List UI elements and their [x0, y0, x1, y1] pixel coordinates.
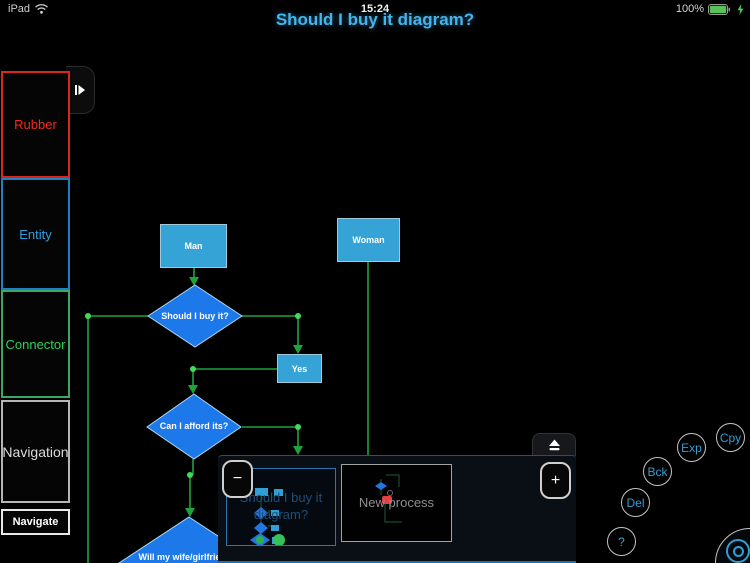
export-button[interactable]: Exp [677, 433, 706, 462]
page-title: Should I buy it diagram? [275, 10, 475, 29]
battery-percent: 100% [675, 3, 704, 15]
navigate-button[interactable]: Navigate [1, 509, 70, 535]
delete-button-label: Del [626, 495, 645, 510]
wifi-icon [35, 4, 48, 14]
minus-icon: − [232, 470, 243, 487]
plus-icon: + [550, 471, 561, 489]
document-thumbnail-new-process[interactable]: New process [341, 464, 452, 542]
zoom-out-button[interactable]: − [222, 460, 253, 498]
copy-button-label: Cpy [719, 430, 742, 445]
device-label: iPad [8, 3, 31, 15]
sidebar-item-label: Navigation [2, 443, 69, 460]
document-browser-panel: − Should I buy it diagram? [218, 455, 576, 563]
sidebar-item-label: Entity [19, 226, 52, 242]
sidebar-item-navigation[interactable]: Navigation [1, 400, 70, 503]
delete-button[interactable]: Del [621, 488, 650, 517]
diamond-label-should-i-buy-it: Should I buy it? [161, 311, 229, 321]
diamond-should-i-buy-it[interactable] [147, 284, 243, 348]
help-button[interactable]: ? [607, 527, 636, 556]
sidebar-item-rubber[interactable]: Rubber [1, 71, 70, 178]
sidebar-collapse-tab[interactable] [66, 66, 95, 114]
target-ring-icon [726, 539, 750, 563]
battery-icon [708, 3, 731, 15]
connector-joints [85, 313, 301, 478]
charging-bolt-icon [737, 3, 744, 15]
thumbnail-title: New process [358, 495, 435, 510]
node-label: Yes [291, 363, 308, 374]
target-ring-inner [732, 545, 744, 557]
zoom-in-button[interactable]: + [540, 462, 571, 499]
status-bar: iPad 15:24 100% [0, 0, 750, 20]
node-woman[interactable]: Woman [337, 218, 400, 262]
node-label: Man [184, 241, 203, 251]
node-label: Woman [352, 235, 385, 245]
clock: 15:24 [360, 3, 390, 15]
sidebar-item-connector[interactable]: Connector [1, 290, 70, 398]
back-button-label: Bck [647, 464, 668, 479]
connector-arrowheads [185, 277, 303, 517]
sidebar-item-label: Connector [5, 336, 66, 352]
sidebar-item-entity[interactable]: Entity [1, 178, 70, 290]
copy-button[interactable]: Cpy [716, 423, 745, 452]
export-button-label: Exp [681, 440, 702, 455]
back-button[interactable]: Bck [643, 457, 672, 486]
node-yes[interactable]: Yes [277, 354, 322, 383]
navigate-button-label: Navigate [12, 516, 59, 528]
thumbnail-minimap [250, 488, 285, 545]
diamond-label-can-i-afford: Can I afford its? [159, 421, 229, 431]
help-button-label: ? [618, 534, 625, 549]
panel-eject-button[interactable] [532, 433, 576, 456]
eject-icon [548, 439, 560, 451]
node-man[interactable]: Man [160, 224, 227, 268]
play-expand-icon [75, 85, 85, 95]
thumbnail-title: Should I buy it diagram? [239, 490, 323, 522]
decision-diamonds[interactable] [118, 284, 260, 563]
diamond-can-i-afford[interactable] [146, 393, 242, 460]
diamond-label-wife-question: Will my wife/girlfriend b [138, 552, 240, 562]
thumbnail-minimap [375, 474, 402, 523]
sidebar-item-label: Rubber [14, 117, 57, 132]
